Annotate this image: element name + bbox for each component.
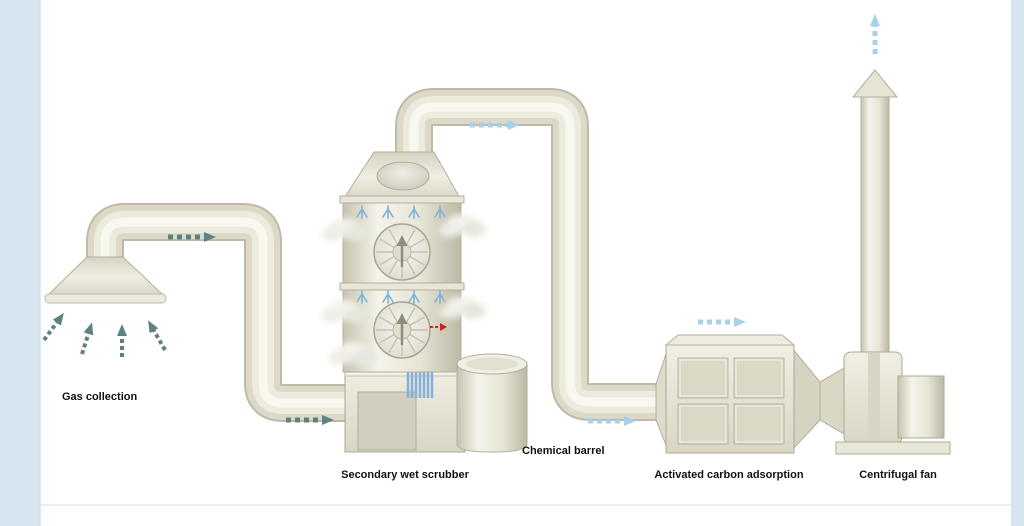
pipe-hood-to-scrubber [86, 203, 352, 422]
pipe-scrubber-to-carbon [395, 88, 658, 421]
scrubber-dome-vent [376, 161, 430, 191]
scrubber-base [344, 367, 466, 453]
centrifugal-fan-assembly [819, 69, 951, 455]
fan-motor [897, 375, 945, 439]
right-margin-panel [1011, 0, 1024, 526]
chemical-barrel [456, 353, 528, 453]
stack-cone-cap [851, 69, 899, 98]
left-margin-panel [0, 0, 40, 526]
label-activated-carbon-adsorption: Activated carbon adsorption [654, 469, 804, 481]
label-chemical-barrel: Chemical barrel [522, 445, 605, 457]
red-valve-marker [430, 323, 447, 331]
scrubber-updraft-arrows [406, 350, 434, 398]
scrubber-fan-upper [372, 222, 432, 282]
fan-inlet [819, 367, 845, 435]
fan-housing-seam [868, 353, 880, 443]
gas-collection-hood [44, 256, 167, 304]
label-gas-collection: Gas collection [62, 391, 138, 403]
carbon-panels [677, 357, 785, 445]
fan-base-plate [835, 441, 951, 455]
activated-carbon-unit [655, 334, 821, 454]
exhaust-stack [860, 94, 890, 358]
label-secondary-wet-scrubber: Secondary wet scrubber [341, 469, 469, 481]
secondary-wet-scrubber-tower [321, 151, 486, 373]
label-centrifugal-fan: Centrifugal fan [859, 469, 937, 481]
flow-arrows [42, 14, 880, 426]
intake-arrows [42, 312, 167, 357]
scrubber-fan-lower [372, 300, 432, 360]
